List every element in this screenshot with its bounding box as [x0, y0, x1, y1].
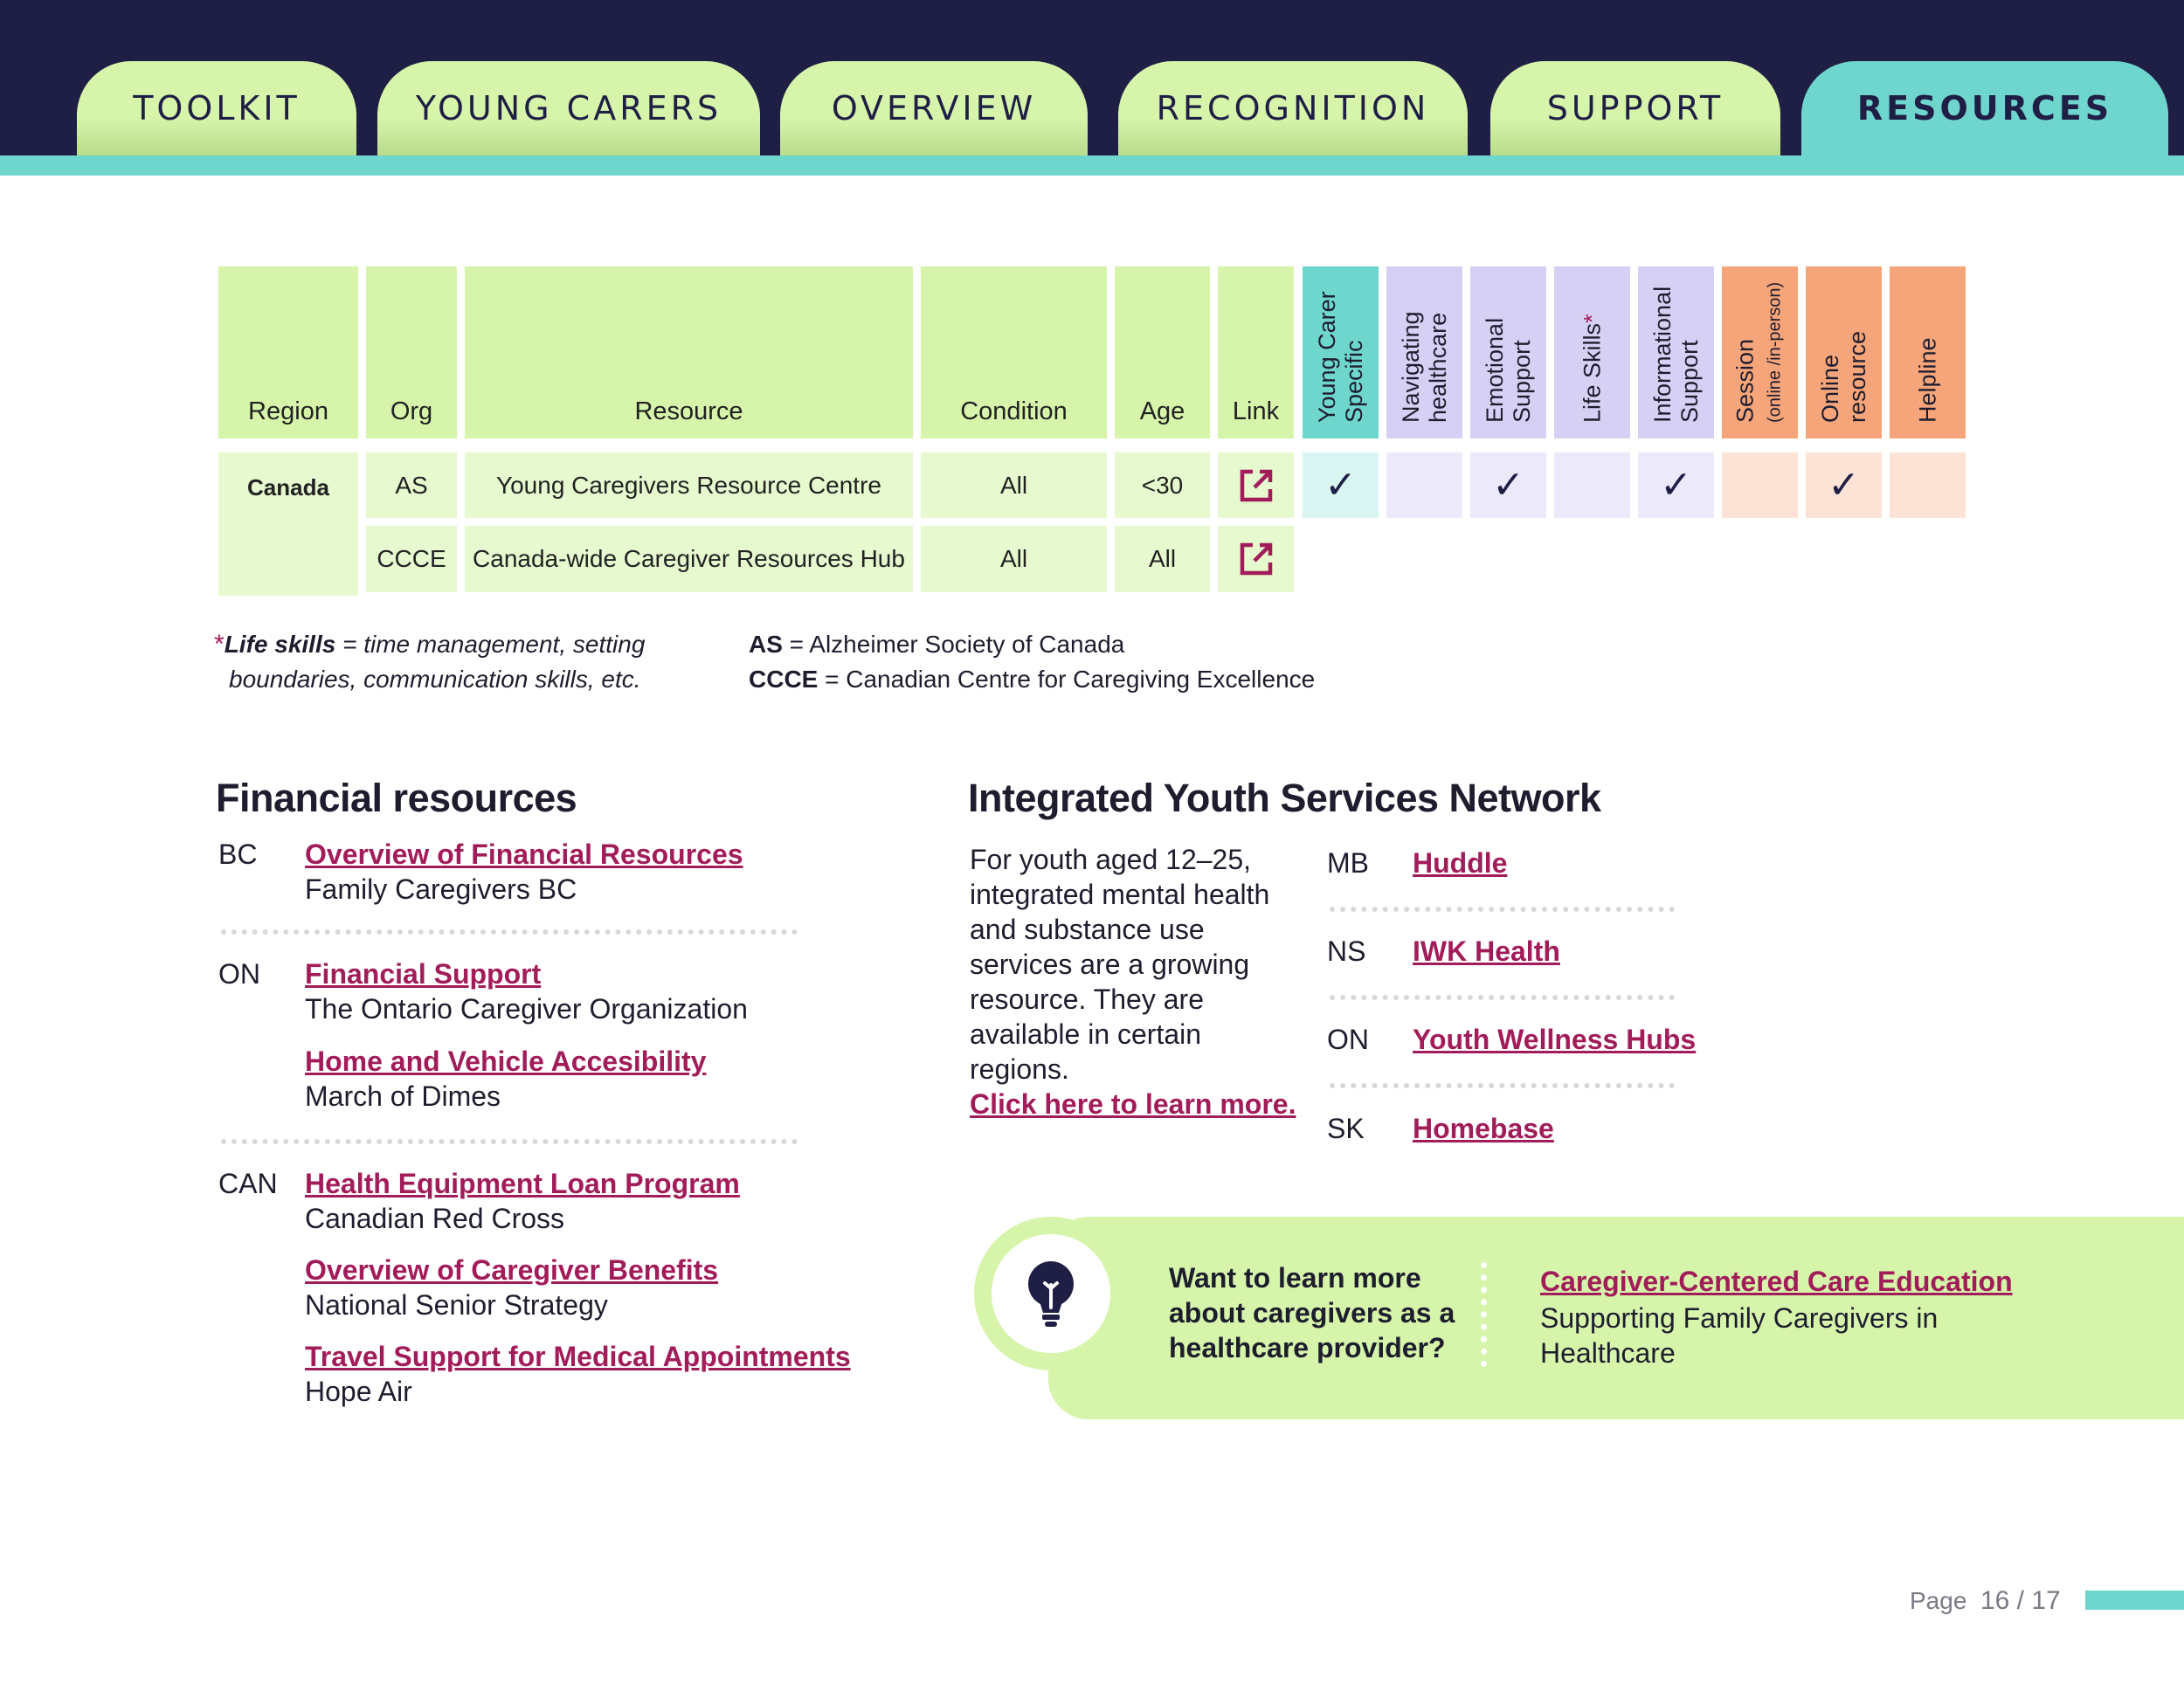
region-label: MB — [1327, 847, 1369, 879]
org-label: Family Caregivers BC — [305, 873, 577, 905]
financial-link-caregiver-benefits[interactable]: Overview of Caregiver Benefits — [305, 1254, 719, 1286]
external-link-icon — [1240, 469, 1272, 501]
financial-link-financial-support[interactable]: Financial Support — [305, 958, 542, 990]
header-condition: Condition — [921, 266, 1107, 438]
header-resource: Resource — [465, 266, 913, 438]
callout-description: Supporting Family Caregivers in Healthca… — [1540, 1302, 1939, 1369]
age-cell: All — [1115, 526, 1210, 592]
financial-link-health-equipment[interactable]: Health Equipment Loan Program — [305, 1168, 740, 1199]
financial-link-travel-support[interactable]: Travel Support for Medical Appointments — [305, 1341, 851, 1372]
page-number: Page 16 / 17 — [1910, 1586, 2061, 1615]
external-link-button[interactable] — [1218, 526, 1294, 592]
divider — [221, 1139, 798, 1144]
youth-link-iwk-health[interactable]: IWK Health — [1413, 935, 1560, 967]
header-session: Session(online /in-person) — [1722, 266, 1798, 438]
callout-bubble — [992, 1234, 1110, 1353]
tab-resources[interactable]: RESOURCES — [1801, 61, 2168, 176]
org-cell: AS — [366, 452, 457, 518]
region-label: BC — [218, 839, 258, 870]
external-link-icon — [1240, 542, 1272, 576]
org-label: March of Dimes — [305, 1080, 501, 1112]
region-label: CAN — [218, 1168, 278, 1199]
resource-cell: Canada-wide Caregiver Resources Hub — [465, 526, 913, 592]
empty-navigating-healthcare — [1386, 452, 1462, 518]
tab-young-carers[interactable]: YOUNG CARERS — [377, 61, 760, 155]
tab-toolkit[interactable]: TOOLKIT — [77, 61, 356, 155]
learn-more-link[interactable]: Click here to learn more. — [970, 1088, 1296, 1120]
callout-link-caregiver-education[interactable]: Caregiver-Centered Care Education — [1540, 1266, 2013, 1297]
condition-cell: All — [921, 526, 1107, 592]
financial-link-overview-financial-resources[interactable]: Overview of Financial Resources — [305, 839, 743, 870]
tab-recognition[interactable]: RECOGNITION — [1118, 61, 1468, 155]
resource-cell: Young Caregivers Resource Centre — [465, 452, 913, 518]
financial-link-home-vehicle[interactable]: Home and Vehicle Accesibility — [305, 1046, 707, 1077]
empty-life-skills — [1554, 452, 1630, 518]
region-label: ON — [1327, 1024, 1369, 1055]
youth-services-title: Integrated Youth Services Network — [968, 776, 1601, 820]
empty-session — [1722, 452, 1798, 518]
tab-support[interactable]: SUPPORT — [1490, 61, 1780, 155]
page-accent-bar — [2085, 1591, 2184, 1610]
check-online-resource: ✓ — [1806, 452, 1882, 518]
check-emotional-support: ✓ — [1470, 452, 1546, 518]
callout-question: Want to learn more about caregivers as a… — [1169, 1262, 1455, 1363]
divider — [1330, 995, 1675, 1000]
divider — [1330, 1083, 1675, 1088]
header-accent-strip — [0, 155, 2184, 176]
org-label: The Ontario Caregiver Organization — [305, 993, 748, 1025]
header-age: Age — [1115, 266, 1210, 438]
tab-overview[interactable]: OVERVIEW — [780, 61, 1088, 155]
header-link: Link — [1218, 266, 1294, 438]
youth-link-huddle[interactable]: Huddle — [1413, 847, 1508, 879]
callout-panel — [1048, 1217, 2184, 1419]
abbreviation-note: AS = Alzheimer Society of Canada CCCE = … — [749, 631, 1316, 693]
lightbulb-icon — [1028, 1261, 1074, 1327]
header-life-skills: Life Skills* — [1554, 266, 1630, 438]
region-label: ON — [218, 958, 260, 990]
age-cell: <30 — [1115, 452, 1210, 518]
youth-description: For youth aged 12–25, integrated mental … — [970, 844, 1296, 1120]
divider — [1330, 907, 1675, 912]
life-skills-note: *Life skills = time management, setting … — [214, 630, 646, 693]
divider — [221, 929, 798, 935]
region-label: SK — [1327, 1113, 1365, 1144]
header-region: Region — [218, 266, 358, 438]
header-helpline: Helpline — [1890, 266, 1966, 438]
empty-helpline — [1890, 452, 1966, 518]
org-cell: CCCE — [366, 526, 457, 592]
check-informational-support: ✓ — [1638, 452, 1714, 518]
youth-link-wellness-hubs[interactable]: Youth Wellness Hubs — [1413, 1024, 1697, 1055]
callout-divider — [1481, 1262, 1487, 1367]
financial-resources-title: Financial resources — [216, 776, 577, 820]
org-label: National Senior Strategy — [305, 1289, 608, 1321]
org-label: Canadian Red Cross — [305, 1203, 565, 1234]
region-cell-canada: Canada — [218, 452, 358, 596]
check-young-carer-specific: ✓ — [1303, 452, 1379, 518]
youth-link-homebase[interactable]: Homebase — [1413, 1113, 1554, 1144]
region-label: NS — [1327, 935, 1366, 967]
external-link-button[interactable] — [1218, 452, 1294, 518]
condition-cell: All — [921, 452, 1107, 518]
org-label: Hope Air — [305, 1376, 412, 1407]
header-org: Org — [366, 266, 457, 438]
